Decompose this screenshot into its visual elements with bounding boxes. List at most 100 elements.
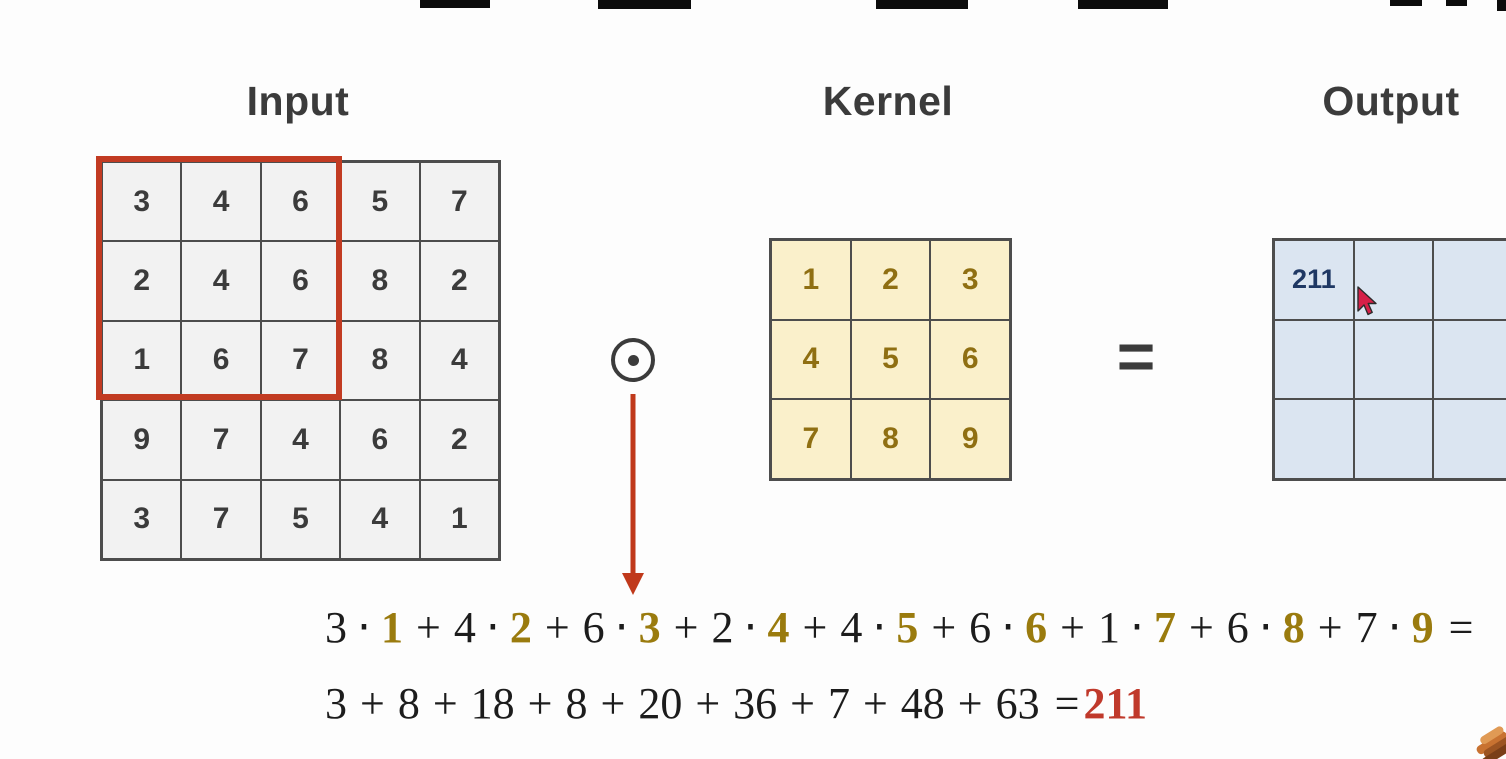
output-cell: [1274, 319, 1354, 400]
kernel-operand: 4: [767, 603, 790, 652]
input-operand: 6: [969, 603, 992, 652]
plus-operator: +: [1317, 603, 1343, 652]
input-cell: 9: [102, 400, 182, 480]
input-operand: 2: [711, 603, 734, 652]
equation-sum-line: 3+8+18+8+20+36+7+48+63=211: [325, 678, 1147, 729]
output-matrix: 211: [1272, 238, 1506, 481]
product-value: 18: [470, 679, 515, 728]
kernel-operand: 6: [1025, 603, 1048, 652]
output-title: Output: [1322, 78, 1460, 124]
input-cell: 2: [102, 241, 182, 321]
input-operand: 7: [1355, 603, 1378, 652]
product-value: 8: [565, 679, 588, 728]
odot-center-dot: [627, 354, 639, 366]
input-operand: 6: [1226, 603, 1249, 652]
kernel-title: Kernel: [822, 78, 954, 124]
kernel-cell: 5: [850, 319, 931, 400]
input-cell: 4: [260, 400, 341, 480]
input-operand: 4: [453, 603, 476, 652]
product-value: 3: [325, 679, 347, 728]
kernel-cell: 3: [930, 240, 1010, 320]
kernel-cell: 2: [850, 240, 931, 320]
dot-operator: ⋅: [872, 603, 887, 652]
kernel-operand: 9: [1411, 603, 1434, 652]
kernel-operand: 8: [1282, 603, 1305, 652]
top-edge-mark: [1446, 0, 1467, 6]
input-cell: 6: [181, 320, 261, 401]
input-operand: 6: [582, 603, 605, 652]
plus-operator: +: [673, 603, 699, 652]
kernel-operand: 1: [381, 603, 403, 652]
dot-operator: ⋅: [614, 603, 629, 652]
dot-operator: ⋅: [1387, 603, 1402, 652]
plus-operator: +: [416, 603, 441, 652]
plus-operator: +: [790, 679, 815, 728]
input-cell: 7: [260, 320, 341, 401]
top-edge-mark: [876, 0, 968, 9]
corner-logo: [1474, 718, 1506, 759]
plus-operator: +: [360, 679, 385, 728]
equals-sign: =: [1116, 319, 1156, 393]
kernel-cell: 8: [850, 399, 931, 479]
product-value: 8: [397, 679, 420, 728]
input-cell: 7: [419, 162, 499, 242]
input-operand: 4: [840, 603, 863, 652]
output-cell: [1353, 399, 1434, 479]
kernel-operand: 5: [896, 603, 919, 652]
plus-operator: +: [1188, 603, 1214, 652]
input-cell: 1: [102, 320, 182, 401]
input-cell: 6: [340, 400, 420, 480]
plus-operator: +: [862, 679, 888, 728]
input-cell: 8: [340, 241, 420, 321]
plus-operator: +: [802, 603, 828, 652]
equation-products-line: 3⋅1+4⋅2+6⋅3+2⋅4+4⋅5+6⋅6+1⋅7+6⋅8+7⋅9=: [325, 602, 1473, 653]
input-operand: 1: [1097, 603, 1120, 652]
plus-operator: +: [544, 603, 570, 652]
kernel-cell: 4: [771, 319, 851, 400]
plus-operator: +: [695, 679, 721, 728]
plus-operator: +: [600, 679, 626, 728]
top-edge-mark: [1497, 0, 1506, 11]
top-edge-mark: [1390, 0, 1422, 6]
kernel-operand: 3: [638, 603, 661, 652]
kernel-cell: 1: [771, 240, 851, 320]
product-value: 36: [733, 679, 778, 728]
equals-operator: =: [1054, 679, 1080, 728]
plus-operator: +: [527, 679, 553, 728]
input-cell: 5: [260, 479, 341, 559]
input-cell: 3: [102, 479, 182, 559]
plus-operator: +: [957, 679, 983, 728]
input-cell: 2: [419, 241, 499, 321]
product-value: 48: [900, 679, 945, 728]
output-cell: [1274, 399, 1354, 479]
input-cell: 3: [102, 162, 182, 242]
kernel-cell: 7: [771, 399, 851, 479]
down-arrow-icon: [622, 394, 644, 595]
input-cell: 4: [181, 162, 261, 242]
kernel-cell: 6: [930, 319, 1010, 400]
input-cell: 2: [419, 400, 499, 480]
input-cell: 6: [260, 162, 341, 242]
output-cell: [1353, 319, 1434, 400]
kernel-operand: 2: [509, 603, 532, 652]
dot-operator: ⋅: [1129, 603, 1144, 652]
output-cell: 211: [1274, 240, 1354, 320]
elementwise-product-icon: [611, 338, 655, 382]
input-operand: 3: [325, 603, 347, 652]
input-cell: 4: [419, 320, 499, 401]
plus-operator: +: [432, 679, 458, 728]
output-cell: [1433, 399, 1506, 479]
input-cell: 7: [181, 479, 261, 559]
input-cell: 5: [340, 162, 420, 242]
input-cell: 6: [260, 241, 341, 321]
dot-operator: ⋅: [1258, 603, 1273, 652]
top-edge-mark: [420, 0, 490, 8]
kernel-cell: 9: [930, 399, 1010, 479]
equals-operator: =: [1448, 603, 1474, 652]
dot-operator: ⋅: [1001, 603, 1016, 652]
dot-operator: ⋅: [485, 603, 500, 652]
input-cell: 4: [181, 241, 261, 321]
input-cell: 7: [181, 400, 261, 480]
